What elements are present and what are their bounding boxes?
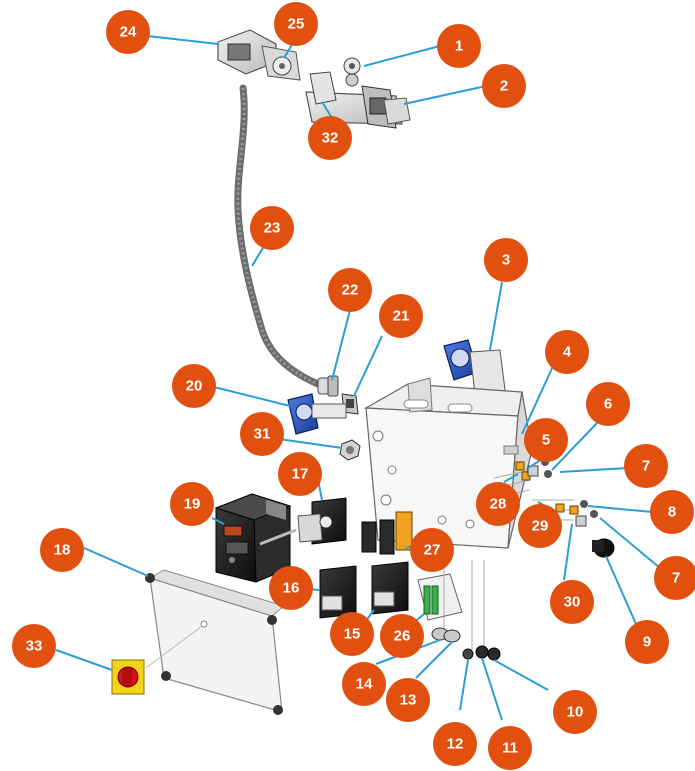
- callout-2-label: 2: [500, 78, 508, 95]
- callout-4-label: 4: [563, 344, 572, 361]
- callout-1-label: 1: [455, 38, 463, 55]
- callout-24: 24: [106, 10, 150, 54]
- callout-3-label: 3: [502, 252, 510, 269]
- callout-7-lower-label: 7: [672, 570, 680, 587]
- callout-4: 4: [545, 330, 589, 374]
- callout-8: 8: [650, 490, 694, 534]
- callout-32-label: 32: [322, 130, 339, 147]
- callout-15-label: 15: [344, 626, 361, 643]
- callout-13-label: 13: [400, 692, 417, 709]
- callout-9-label: 9: [643, 634, 651, 651]
- frequency-inverter: [214, 493, 292, 583]
- callout-6: 6: [586, 382, 630, 426]
- callout-15: 15: [330, 612, 374, 656]
- callout-9: 9: [625, 620, 669, 664]
- callout-22: 22: [328, 268, 372, 312]
- locknut: [339, 439, 361, 461]
- knob: [592, 538, 615, 558]
- callout-16-label: 16: [283, 580, 300, 597]
- callout-27-label: 27: [424, 542, 441, 559]
- callout-23-label: 23: [264, 220, 281, 237]
- callout-8-label: 8: [668, 504, 676, 521]
- callout-7-lower: 7: [654, 556, 695, 600]
- callout-27: 27: [410, 528, 454, 572]
- callout-28-label: 28: [490, 496, 507, 513]
- callout-26: 26: [380, 614, 424, 658]
- callout-10: 10: [553, 690, 597, 734]
- callout-24-label: 24: [120, 24, 137, 41]
- callout-21-label: 21: [393, 308, 410, 325]
- cable-gland-fitting: [317, 375, 359, 415]
- main-switch: [111, 659, 145, 695]
- callout-32: 32: [308, 116, 352, 160]
- callout-29-label: 29: [532, 518, 549, 535]
- power-supply-left: [319, 565, 357, 619]
- callout-5: 5: [524, 418, 568, 462]
- callout-10-label: 10: [567, 704, 584, 721]
- callout-31: 31: [240, 412, 284, 456]
- enclosure-cover: [145, 569, 286, 715]
- side-terminal-blocks: [493, 458, 598, 527]
- callout-1: 1: [437, 24, 481, 68]
- callout-17-label: 17: [292, 466, 309, 483]
- callout-26-label: 26: [394, 628, 411, 645]
- flexible-conduit: [234, 84, 322, 388]
- callout-29: 29: [518, 504, 562, 548]
- callout-12: 12: [433, 722, 477, 766]
- callout-22-label: 22: [342, 282, 359, 299]
- callout-30-label: 30: [564, 594, 581, 611]
- callout-31-label: 31: [254, 426, 271, 443]
- callout-25: 25: [274, 2, 318, 46]
- terminal-module: [417, 573, 463, 621]
- power-supply-right: [371, 561, 409, 615]
- callout-2: 2: [482, 64, 526, 108]
- callout-18-label: 18: [54, 542, 71, 559]
- connector-housing-top-left: [217, 29, 301, 81]
- callout-19: 19: [170, 482, 214, 526]
- callout-30: 30: [550, 580, 594, 624]
- callout-21: 21: [379, 294, 423, 338]
- callout-33: 33: [12, 624, 56, 668]
- callout-6-label: 6: [604, 396, 612, 413]
- callout-3: 3: [484, 238, 528, 282]
- callout-11: 11: [488, 726, 532, 770]
- callout-5-label: 5: [542, 432, 550, 449]
- callout-25-label: 25: [288, 16, 305, 33]
- callout-7-upper: 7: [624, 444, 668, 488]
- callout-14-label: 14: [356, 676, 373, 693]
- callout-33-label: 33: [26, 638, 43, 655]
- motor-unit: [259, 497, 347, 546]
- relay-modules: [361, 511, 413, 555]
- callout-23: 23: [250, 206, 294, 250]
- callout-13: 13: [386, 678, 430, 722]
- callout-20: 20: [172, 364, 216, 408]
- callout-14: 14: [342, 662, 386, 706]
- bottom-cable-glands: [431, 560, 501, 661]
- callout-16: 16: [269, 566, 313, 610]
- callout-7-upper-label: 7: [642, 458, 650, 475]
- callout-28: 28: [476, 482, 520, 526]
- callout-18: 18: [40, 528, 84, 572]
- callout-19-label: 19: [184, 496, 201, 513]
- socket-assembly-top-right: [305, 57, 411, 129]
- callout-12-label: 12: [447, 736, 464, 753]
- callout-17: 17: [278, 452, 322, 496]
- callout-11-label: 11: [502, 740, 518, 757]
- callout-20-label: 20: [186, 378, 203, 395]
- blue-socket-side: [287, 393, 347, 435]
